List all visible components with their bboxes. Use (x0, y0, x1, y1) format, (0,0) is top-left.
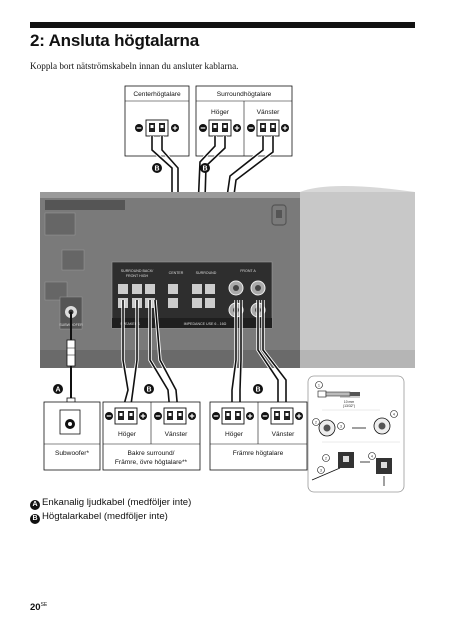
plus-icon (139, 412, 147, 420)
legend-a-text: Enkanalig ljudkabel (medföljer inte) (42, 497, 192, 508)
speaker-terminal-icon (256, 119, 280, 137)
connection-steps-inset: 1 10 mm (13/32") 2 3 4 2 3 4 (307, 375, 405, 493)
svg-text:CENTER: CENTER (169, 271, 184, 275)
svg-text:3: 3 (340, 424, 342, 428)
svg-text:1: 1 (318, 383, 320, 387)
plus-icon (171, 124, 179, 132)
svg-text:SURROUND: SURROUND (196, 271, 217, 275)
minus-icon (247, 124, 255, 132)
cable-b-badge: B (253, 384, 263, 394)
svg-text:B: B (255, 387, 260, 394)
rear-surround-speakers-box: Höger Vänster Bakre surround/ Främre, öv… (102, 401, 201, 471)
cable-a-icon: A (30, 500, 40, 510)
svg-text:A: A (55, 387, 60, 394)
cable-b-badge: B (144, 384, 154, 394)
svg-text:B: B (202, 166, 207, 173)
front-left-label: Vänster (272, 431, 296, 438)
step-2-icon (312, 418, 320, 426)
svg-text:4: 4 (393, 412, 395, 416)
surround-right-label: Höger (211, 109, 230, 116)
svg-text:B: B (154, 166, 159, 173)
step-3-icon (337, 422, 345, 430)
cable-b-icon: B (30, 514, 40, 524)
center-speaker-label: Centerhögtalare (133, 91, 181, 98)
cable-a-badge: A (53, 384, 63, 394)
rear-left-label: Vänster (165, 431, 189, 438)
minus-icon (199, 124, 207, 132)
svg-text:2: 2 (325, 456, 327, 460)
title-rule (30, 22, 415, 28)
plus-icon (246, 412, 254, 420)
subwoofer-box: Subwoofer* (43, 401, 101, 471)
plus-icon (281, 124, 289, 132)
minus-icon (212, 412, 220, 420)
minus-icon (135, 124, 143, 132)
step-1-icon (315, 381, 323, 389)
speaker-terminal-icon (221, 407, 245, 425)
cable-b-badge: B (200, 163, 210, 173)
speaker-terminal-icon (163, 407, 187, 425)
center-speaker-box: Centerhögtalare (124, 85, 190, 157)
speaker-terminal-icon (208, 119, 232, 137)
subwoofer-label: Subwoofer* (55, 450, 90, 457)
svg-text:IMPEDANCE USE 6 - 16Ω: IMPEDANCE USE 6 - 16Ω (184, 322, 227, 326)
speaker-terminal-icon (114, 407, 138, 425)
svg-text:4: 4 (371, 454, 373, 458)
svg-text:FRONT A: FRONT A (240, 269, 256, 273)
speaker-terminal-icon (270, 407, 294, 425)
minus-icon (154, 412, 162, 420)
cable-b-badge: B (152, 163, 162, 173)
rear-right-label: Höger (118, 431, 137, 438)
bottom-speaker-cables (120, 299, 288, 413)
svg-text:B: B (146, 387, 151, 394)
svg-text:2: 2 (315, 420, 317, 424)
strip-length-label: 10 mm (344, 400, 355, 404)
plus-icon (188, 412, 196, 420)
rear-surround-label-1: Bakre surround/ (128, 450, 175, 457)
minus-icon (105, 412, 113, 420)
rear-surround-label-2: Främre, övre högtalare** (115, 459, 188, 466)
step-4-icon (390, 410, 398, 418)
strip-length-inch-label: (13/32") (343, 404, 355, 408)
svg-text:SURROUND BACK/: SURROUND BACK/ (121, 269, 154, 273)
svg-text:3: 3 (320, 468, 322, 472)
minus-icon (261, 412, 269, 420)
legend-b-text: Högtalarkabel (medföljer inte) (42, 511, 168, 522)
speaker-terminal-icon (145, 119, 169, 137)
step-4-icon (368, 452, 376, 460)
plus-icon (233, 124, 241, 132)
plus-icon (295, 412, 303, 420)
surround-speakers-label: Surroundhögtalare (217, 91, 272, 98)
front-speakers-box: Höger Vänster Främre högtalare (209, 401, 308, 471)
intro-text: Koppla bort nätströmskabeln innan du ans… (30, 61, 239, 71)
svg-text:SPEAKERS: SPEAKERS (120, 322, 140, 326)
surround-speakers-box: Surroundhögtalare Höger Vänster (195, 85, 293, 157)
page-title: 2: Ansluta högtalarna (30, 31, 199, 50)
front-speakers-label: Främre högtalare (233, 450, 284, 457)
page-number: 20SE (30, 602, 48, 614)
receiver-rear-panel: SURROUND BACK/ FRONT HIGH CENTER SURROUN… (40, 186, 415, 368)
surround-left-label: Vänster (257, 109, 281, 116)
step-2-icon (322, 454, 330, 462)
front-right-label: Höger (225, 431, 244, 438)
step-3-icon (317, 466, 325, 474)
svg-text:FRONT HIGH: FRONT HIGH (126, 274, 149, 278)
